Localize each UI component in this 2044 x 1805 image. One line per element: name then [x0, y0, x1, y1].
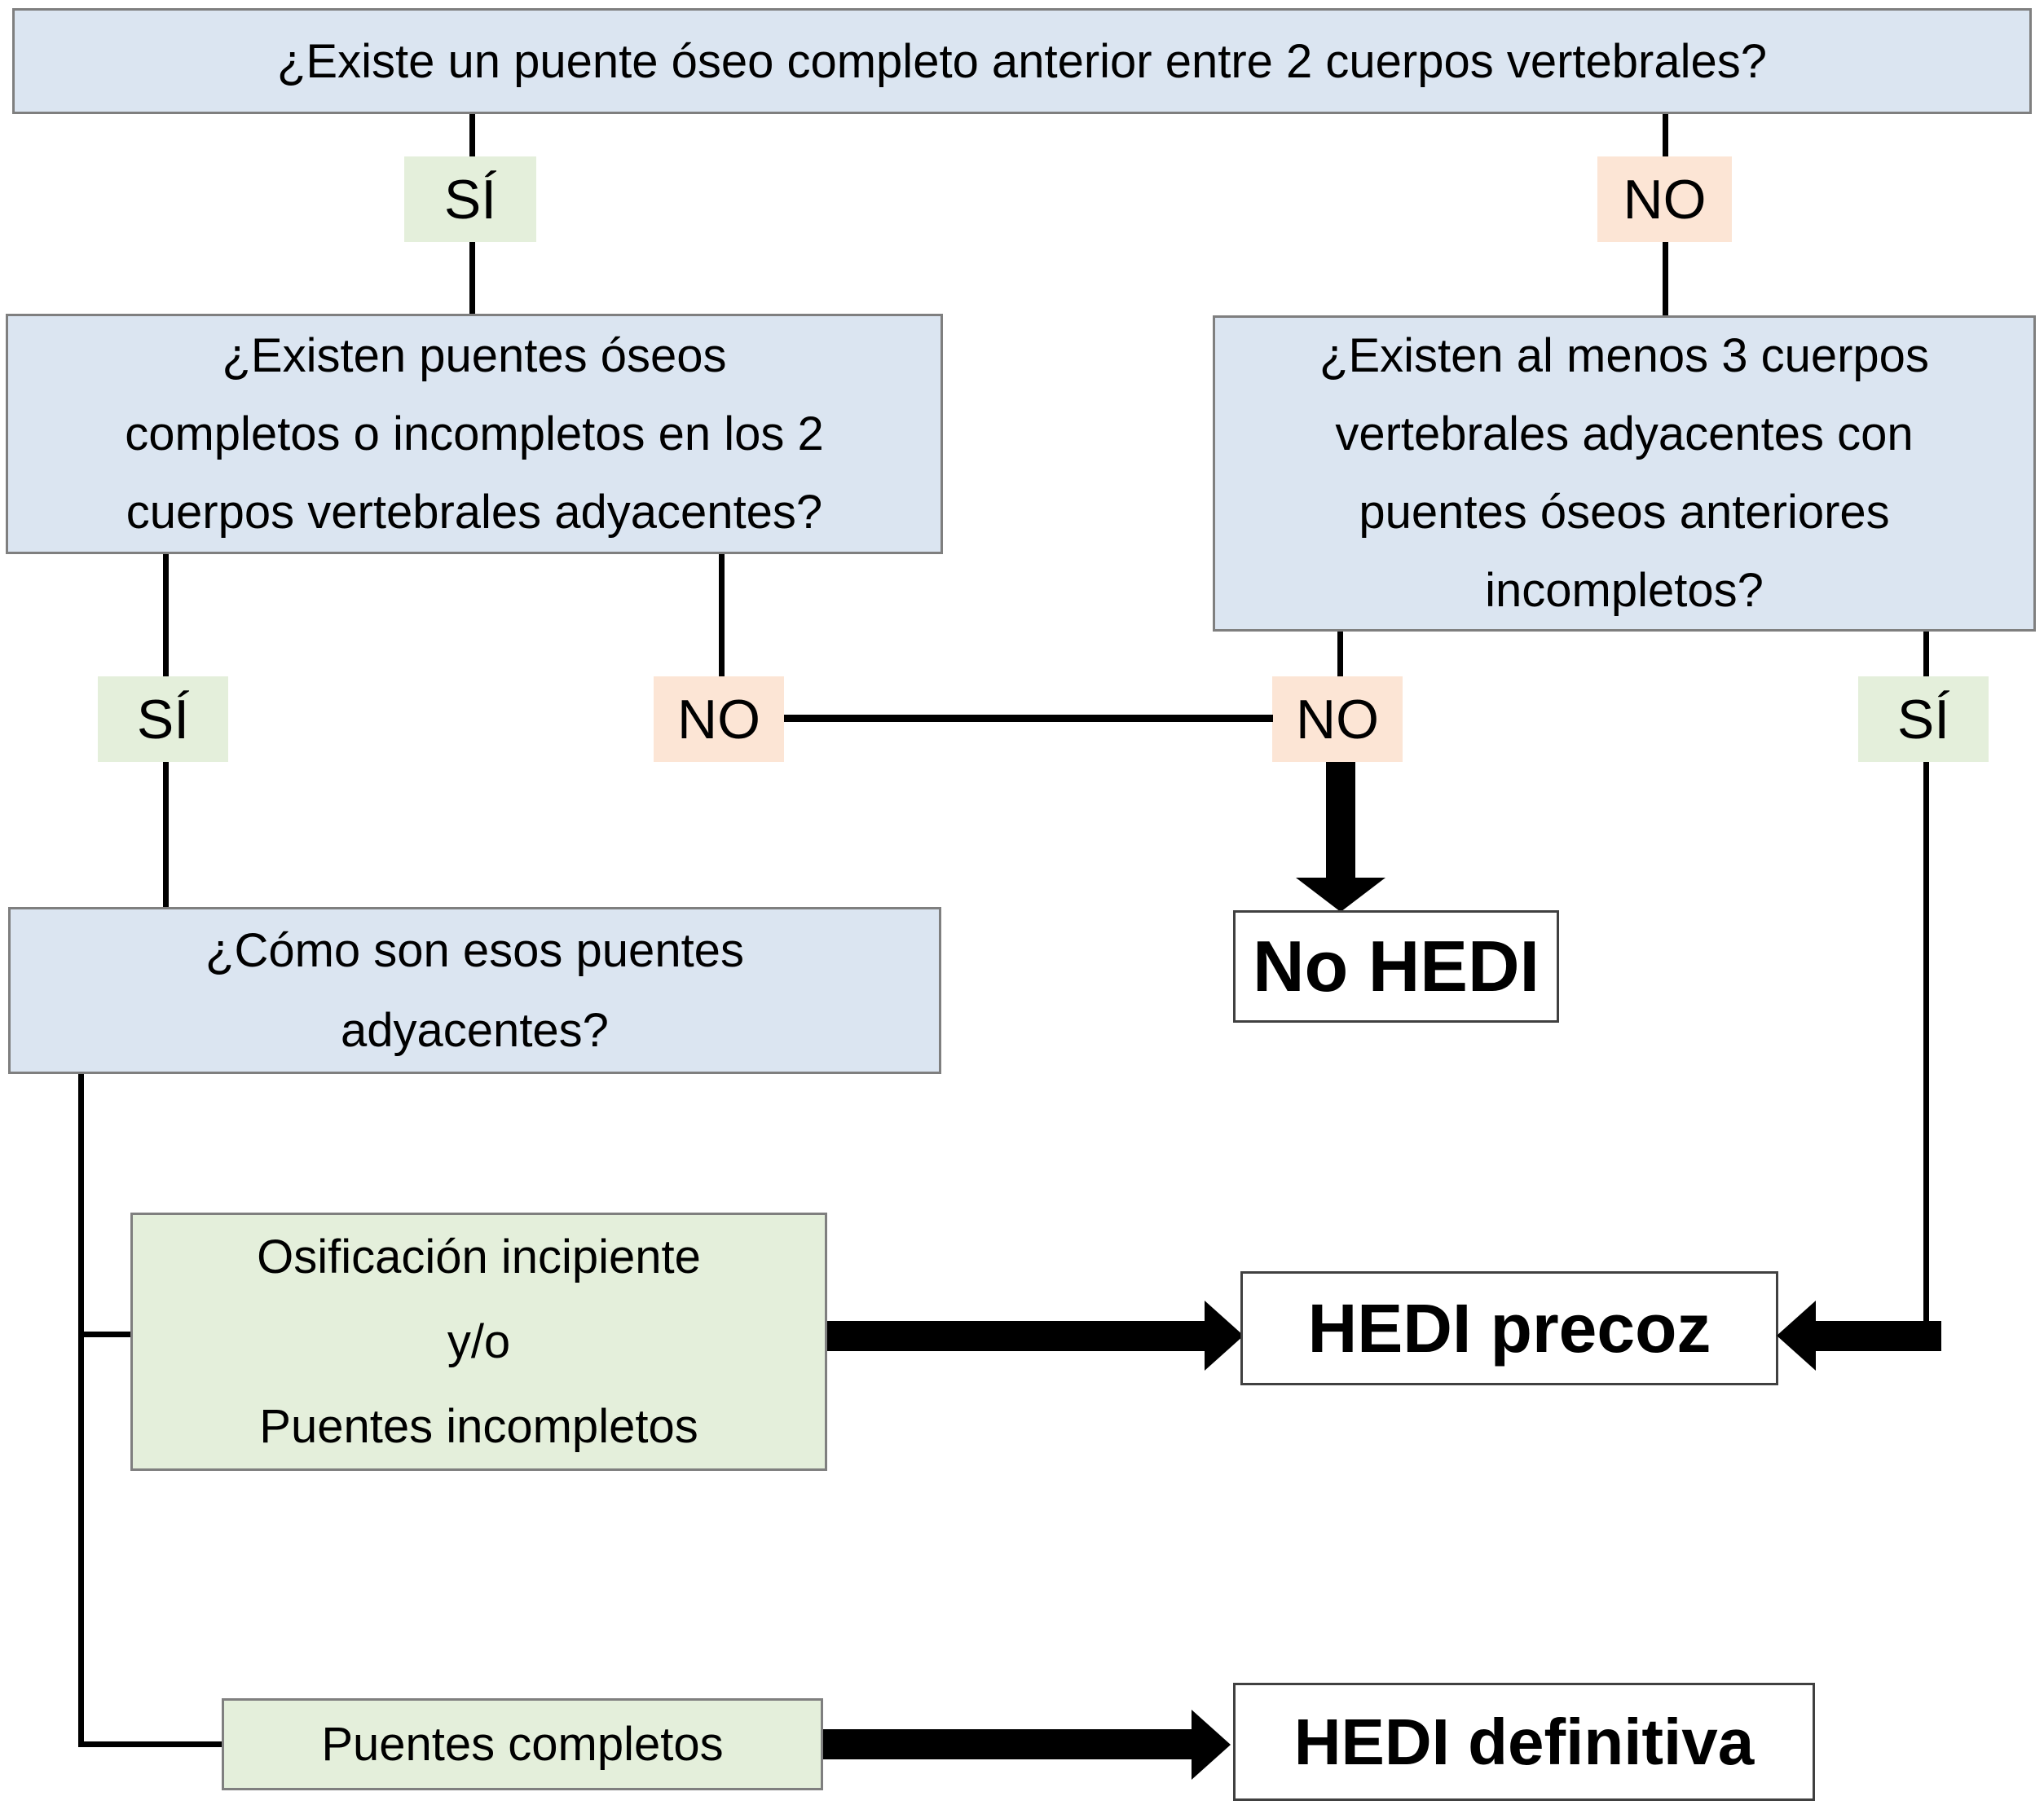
connector-right-yes-down: [1923, 762, 1929, 1321]
connector-no-to-no: [784, 715, 1273, 722]
connector-q3-down: [78, 1074, 84, 1747]
connector-q2-left-to-yes: [163, 554, 169, 676]
question-line: ¿Existen al menos 3 cuerpos: [1319, 329, 1929, 382]
question-line: cuerpos vertebrales adyacentes?: [126, 485, 823, 539]
question-line: ¿Existen puentes óseos: [222, 328, 727, 382]
arrow-to-no-hedi-shaft: [1326, 762, 1355, 880]
arrow-to-definitiva-head: [1192, 1710, 1231, 1780]
arrow-right-yes-shaft: [1816, 1321, 1941, 1351]
label-text: SÍ: [443, 168, 497, 231]
outcome-text: HEDI precoz: [1307, 1289, 1711, 1367]
condition-puentes-completos: Puentes completos: [222, 1698, 823, 1790]
question-puente-oseo-completo: ¿Existe un puente óseo completo anterior…: [12, 8, 2032, 114]
label-q2-left-no: NO: [654, 676, 784, 762]
connector-q2-right-to-no: [1337, 632, 1343, 676]
condition-osificacion-incipiente: Osificación incipiente y/o Puentes incom…: [130, 1213, 827, 1471]
outcome-hedi-precoz: HEDI precoz: [1240, 1271, 1778, 1385]
outcome-text: HEDI definitiva: [1293, 1705, 1755, 1778]
label-q2-right-no: NO: [1272, 676, 1403, 762]
connector-yes-to-q2-left: [469, 242, 475, 314]
question-line: completos o incompletos en los 2: [125, 407, 824, 460]
label-text: NO: [677, 688, 760, 751]
label-top-no: NO: [1597, 156, 1732, 242]
arrow-right-yes-head: [1777, 1301, 1816, 1371]
question-line: puentes óseos anteriores: [1359, 486, 1890, 539]
label-text: SÍ: [136, 688, 190, 751]
question-line: adyacentes?: [341, 1003, 609, 1057]
question-line: vertebrales adyacentes con: [1335, 407, 1914, 460]
connector-to-completos: [78, 1741, 225, 1747]
condition-line: Osificación incipiente: [257, 1230, 701, 1283]
label-q2-right-yes: SÍ: [1858, 676, 1989, 762]
condition-line: Puentes incompletos: [259, 1399, 698, 1453]
arrow-to-no-hedi-head: [1296, 878, 1385, 912]
label-top-yes: SÍ: [404, 156, 536, 242]
question-text: ¿Existe un puente óseo completo anterior…: [276, 34, 1768, 88]
question-line: ¿Cómo son esos puentes: [205, 923, 744, 977]
label-text: NO: [1296, 688, 1379, 751]
label-text: SÍ: [1896, 688, 1950, 751]
connector-q1-to-yes: [469, 114, 475, 156]
arrow-to-definitiva-shaft: [823, 1729, 1192, 1759]
connector-q1-to-no: [1663, 114, 1668, 156]
outcome-text: No HEDI: [1253, 926, 1540, 1006]
label-q2-left-yes: SÍ: [98, 676, 228, 762]
connector-q2-right-to-yes: [1923, 632, 1929, 676]
label-text: NO: [1623, 168, 1707, 231]
arrow-to-precoz-head: [1205, 1301, 1244, 1371]
outcome-hedi-definitiva: HEDI definitiva: [1233, 1683, 1815, 1801]
condition-text: Puentes completos: [321, 1718, 724, 1771]
question-3-cuerpos-incompletos: ¿Existen al menos 3 cuerpos vertebrales …: [1213, 315, 2036, 632]
connector-no-to-q2-right: [1663, 242, 1668, 315]
connector-to-incipiente: [78, 1332, 135, 1337]
outcome-no-hedi: No HEDI: [1233, 910, 1559, 1023]
condition-line: y/o: [447, 1314, 511, 1368]
question-line: incompletos?: [1485, 564, 1764, 617]
arrow-to-precoz-shaft: [827, 1321, 1205, 1351]
connector-yes-to-q3: [163, 762, 169, 907]
question-puentes-2-cuerpos: ¿Existen puentes óseos completos o incom…: [6, 314, 943, 554]
question-como-son-puentes: ¿Cómo son esos puentes adyacentes?: [8, 907, 941, 1074]
connector-q2-left-to-no: [719, 554, 725, 676]
